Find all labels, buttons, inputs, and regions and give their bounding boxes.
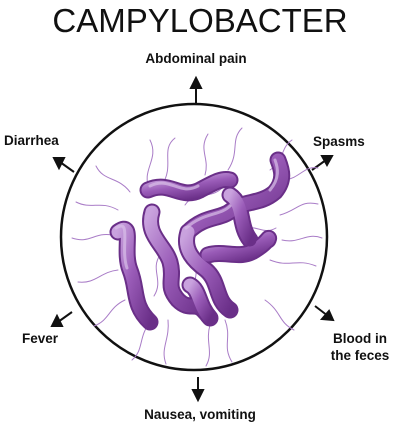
campylobacter-bacteria bbox=[109, 151, 291, 331]
symptom-abdominal-pain: Abdominal pain bbox=[145, 51, 247, 66]
symptom-blood-in-feces: Blood in the feces bbox=[320, 330, 400, 364]
symptom-fever: Fever bbox=[22, 331, 59, 346]
symptom-blood-line-1: Blood in bbox=[333, 331, 387, 346]
symptom-spasms: Spasms bbox=[313, 134, 365, 149]
diagram-title: CAMPYLOBACTER bbox=[52, 2, 348, 39]
arrow-down-icon bbox=[191, 377, 205, 403]
arrow-down-left-icon bbox=[50, 311, 73, 327]
arrow-up-right-icon bbox=[311, 155, 334, 171]
arrow-up-icon bbox=[189, 75, 203, 104]
symptom-diarrhea: Diarrhea bbox=[4, 133, 59, 148]
arrow-down-right-icon bbox=[314, 305, 335, 322]
symptom-nausea-vomiting: Nausea, vomiting bbox=[144, 407, 256, 422]
symptom-blood-line-2: the feces bbox=[330, 348, 390, 363]
arrow-up-left-icon bbox=[52, 157, 75, 173]
